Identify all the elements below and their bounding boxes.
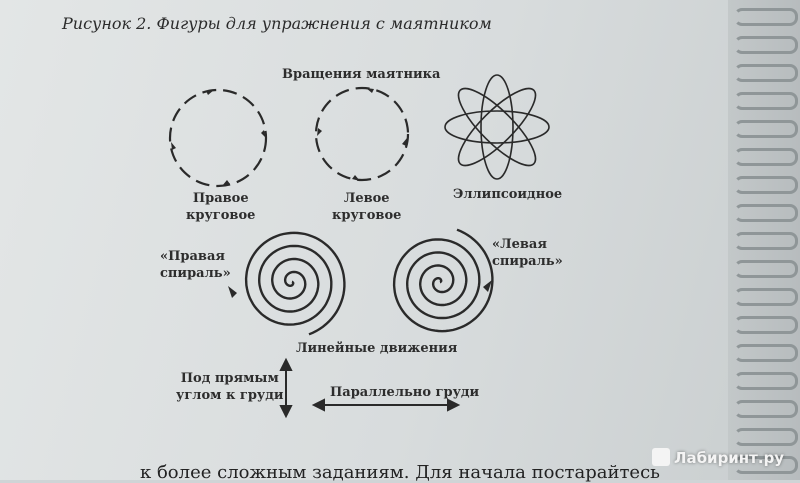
arrow-icon xyxy=(222,180,230,186)
label-line: Левое xyxy=(343,191,390,206)
parallel-arrow xyxy=(311,398,461,412)
ellipsoid-figure xyxy=(444,74,550,180)
label-line: Под прямым xyxy=(180,371,279,386)
arrow-icon xyxy=(317,128,322,136)
arrow-icon xyxy=(366,88,374,93)
binding-ring xyxy=(734,148,798,166)
binding-ring xyxy=(734,316,798,334)
binding-ring xyxy=(734,204,798,222)
binding-ring xyxy=(734,176,798,194)
page-body-text: к более сложным заданиям. Для начала пос… xyxy=(140,462,660,483)
left-circular-figure xyxy=(314,86,410,182)
arrow-icon xyxy=(483,280,492,292)
label-line: Правое xyxy=(192,191,249,206)
binding-ring xyxy=(734,456,798,474)
right-spiral-figure xyxy=(228,231,346,336)
label-line: «Правая xyxy=(160,249,225,264)
arrow-down-icon xyxy=(279,405,293,419)
arrow-right-icon xyxy=(447,398,461,412)
label-ellipsoid: Эллипсоидное xyxy=(453,187,563,202)
label-right-spiral: «Правая спираль» xyxy=(160,248,231,282)
label-line: круговое xyxy=(332,208,402,223)
binding-ring xyxy=(734,92,798,110)
arrow-icon xyxy=(206,90,214,95)
binding-ring xyxy=(734,260,798,278)
label-line: спираль» xyxy=(160,266,231,281)
arrow-icon xyxy=(261,130,266,138)
binding-ring xyxy=(734,344,798,362)
right-circular-figure xyxy=(168,88,268,188)
figure-caption: Рисунок 2. Фигуры для упражнения с маятн… xyxy=(62,14,492,33)
arrow-icon xyxy=(402,138,407,146)
arrow-left-icon xyxy=(311,398,325,412)
label-right-circular: Правое круговое xyxy=(186,190,255,224)
label-line: спираль» xyxy=(492,254,563,269)
labirint-logo-icon xyxy=(652,448,670,466)
arrow-icon xyxy=(228,286,237,298)
binding-ring xyxy=(734,428,798,446)
label-left-circular: Левое круговое xyxy=(332,190,401,224)
watermark-text: Лабиринт.ру xyxy=(674,449,785,467)
binding-ring xyxy=(734,372,798,390)
label-parallel: Параллельно груди xyxy=(330,385,480,400)
binding-ring xyxy=(734,120,798,138)
perpendicular-arrow xyxy=(279,357,293,419)
label-left-spiral: «Левая спираль» xyxy=(492,236,563,270)
label-line: «Левая xyxy=(492,237,547,252)
binding-ring xyxy=(734,288,798,306)
watermark: Лабиринт.ру xyxy=(652,448,784,467)
label-line: углом к груди xyxy=(176,388,284,403)
binding-ring xyxy=(734,36,798,54)
arrow-icon xyxy=(352,175,360,181)
left-spiral-figure xyxy=(392,228,494,333)
binding-ring xyxy=(734,64,798,82)
label-line: круговое xyxy=(186,208,256,223)
label-rotations: Вращения маятника xyxy=(282,67,441,82)
label-perpendicular: Под прямым углом к груди xyxy=(176,370,284,404)
binding-ring xyxy=(734,8,798,26)
label-linear: Линейные движения xyxy=(296,341,458,356)
binding-ring xyxy=(734,400,798,418)
binding-ring xyxy=(734,232,798,250)
arrow-icon xyxy=(171,142,176,150)
arrow-up-icon xyxy=(279,357,293,371)
spiral-binding xyxy=(728,0,800,480)
